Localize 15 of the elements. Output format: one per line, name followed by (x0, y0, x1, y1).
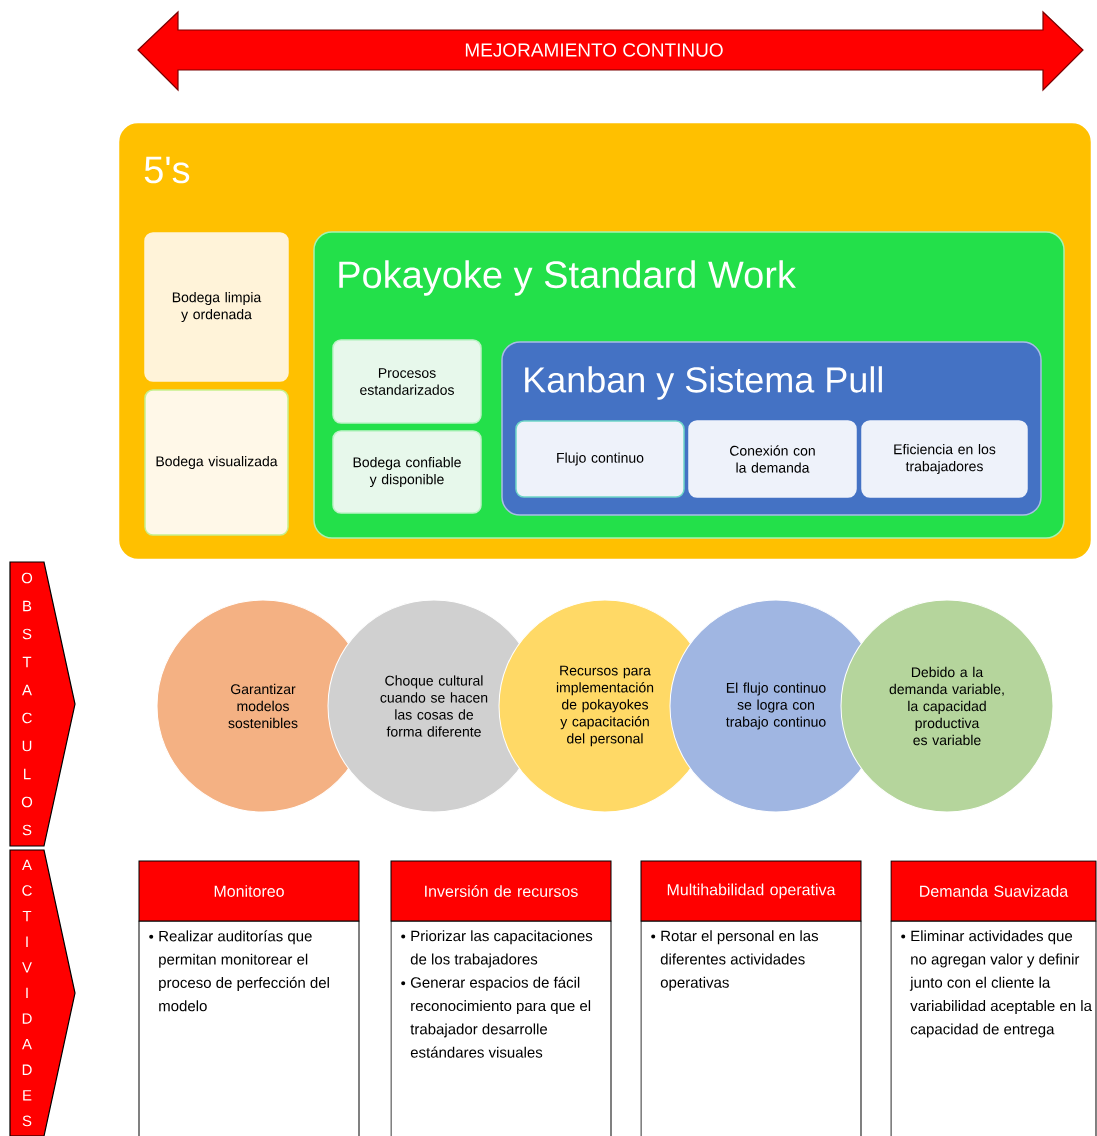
activity-card: Inversión de recursos Priorizar las capacitaciones de los trabajadores Generar espacios de fácil reconocimiento para que el trabajador desarrolle estándares visuales (390, 860, 612, 1136)
text-box: Flujo continuo (515, 420, 685, 498)
activity-card: Demanda Suavizada Eliminar actividades que no agregan valor y definir junto con el cliente la variabilidad aceptable en la capacidad de entrega (890, 860, 1097, 1136)
node-label: Demanda Suavizada (920, 885, 1069, 897)
text-box: Conexión con la demanda (688, 420, 857, 498)
activity-card: Monitoreo Realizar auditorías que permitan monitorear el proceso de perfección del modelo (138, 860, 360, 1136)
node-label: Inversión de recursos (425, 885, 578, 897)
activity-card: Multihabilidad operativa Rotar el personal en las diferentes actividades operativas (640, 860, 862, 1136)
text-box: Bodega limpia y ordenada (144, 232, 289, 382)
text-box: Eficiencia en los trabajadores (861, 420, 1028, 498)
text-box: Bodega confiable y disponible (332, 430, 482, 514)
node-label: Monitoreo (214, 885, 284, 897)
text-box: Bodega visualizada (144, 389, 289, 536)
text-box: Procesos estandarizados (332, 339, 482, 424)
node-label: Multihabilidad operativa (667, 883, 836, 899)
